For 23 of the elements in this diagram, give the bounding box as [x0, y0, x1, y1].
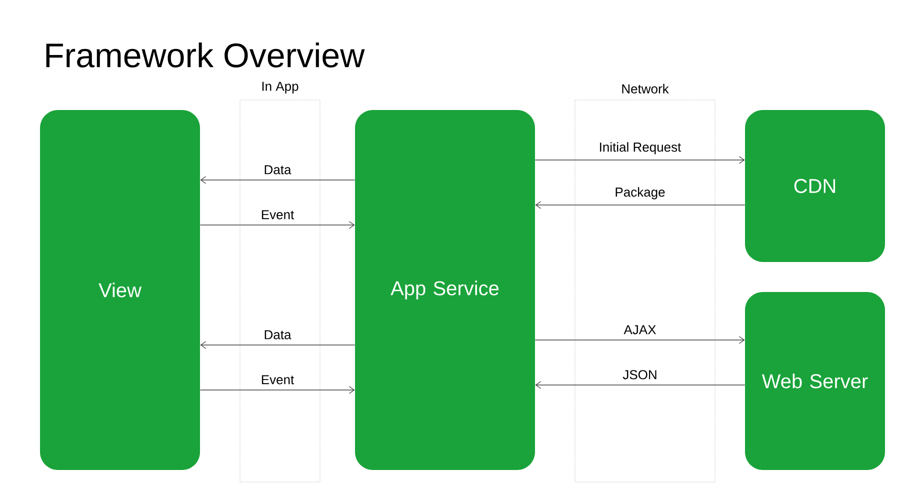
band-label: Network — [622, 84, 669, 94]
slide-title: Framework Overview — [46, 42, 365, 68]
band-label: In App — [262, 82, 298, 94]
arrow — [535, 201, 746, 209]
arrow — [534, 156, 745, 164]
edge-label: Package — [613, 186, 667, 201]
arrow — [535, 381, 746, 389]
arrow — [200, 221, 355, 229]
arrow — [200, 386, 355, 394]
edge-label: Event — [259, 208, 296, 221]
edge-label: Data — [262, 164, 293, 176]
edge-label: AJAX — [622, 324, 658, 336]
process-box: View — [40, 110, 200, 470]
arrow — [200, 341, 356, 349]
edge-label: JSON — [621, 368, 659, 381]
edge-label: Data — [262, 328, 293, 341]
process-box: App Service — [355, 110, 535, 470]
edge-label: Event — [259, 374, 296, 386]
arrow — [200, 176, 356, 184]
arrow — [534, 336, 745, 344]
edge-label: Initial Request — [597, 140, 683, 156]
process-box: Web Server — [745, 292, 885, 470]
process-box: CDN — [745, 110, 885, 262]
